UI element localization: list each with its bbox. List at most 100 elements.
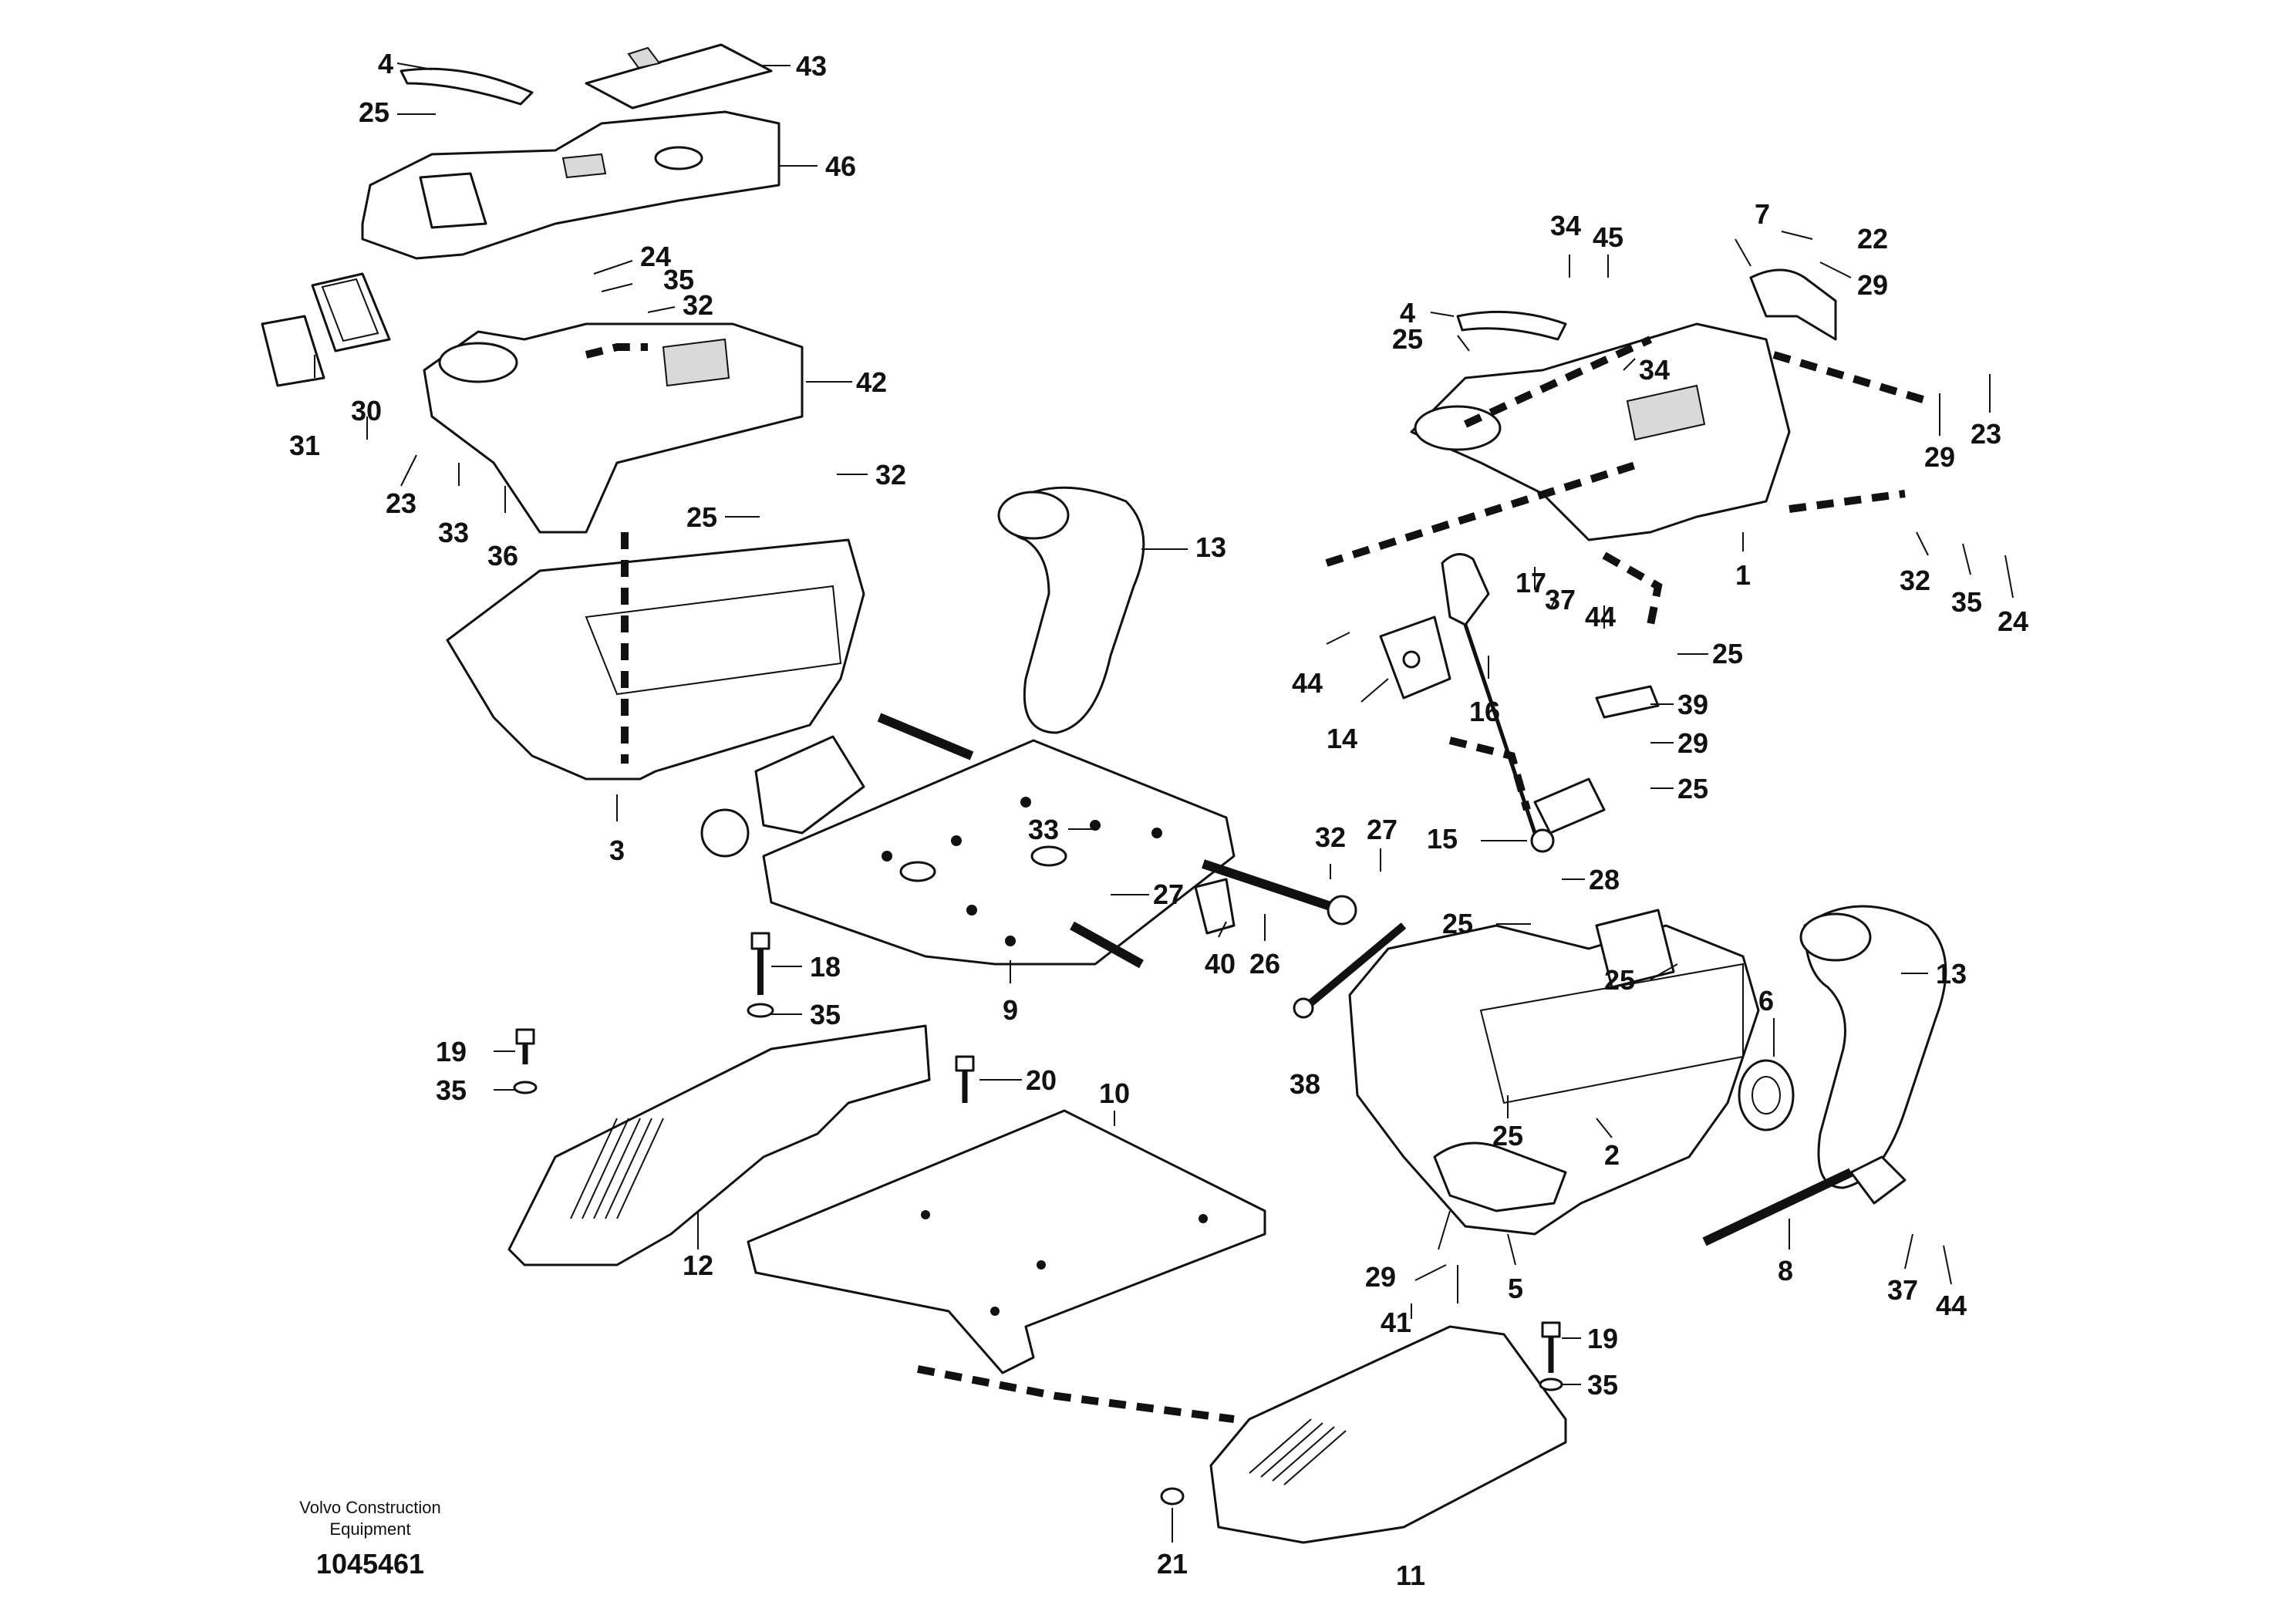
callout-37-low: 37 (1887, 1274, 1918, 1306)
part-42-console-frame (423, 322, 804, 534)
callout-27-left: 27 (1153, 878, 1184, 910)
drawing-number: 1045461 (316, 1548, 424, 1580)
callout-28: 28 (1589, 864, 1620, 895)
callout-16: 16 (1469, 696, 1500, 727)
callout-25-left-mid: 25 (686, 501, 717, 533)
part-5-cover-clip (1433, 1141, 1567, 1212)
part-43-cover-plate (585, 43, 773, 110)
callout-13-left: 13 (1195, 531, 1226, 563)
callout-35-right-low: 35 (1587, 1369, 1618, 1401)
callout-29-top: 29 (1857, 269, 1888, 301)
callout-27-right: 27 (1367, 814, 1397, 845)
part-16-lever-knob (1441, 553, 1537, 834)
part-40-bracket (1194, 878, 1236, 935)
part-8-lever-rod (1702, 1155, 1907, 1246)
callout-35-left-mid: 35 (810, 999, 841, 1030)
part-14-switch-bracket (1379, 615, 1451, 700)
callout-25-right-low: 25 (1677, 773, 1708, 804)
callout-4-left: 4 (378, 48, 393, 79)
part-7-guard (1749, 268, 1837, 341)
callout-11: 11 (1396, 1560, 1425, 1591)
callout-44-top: 44 (1585, 601, 1616, 632)
callout-4-right: 4 (1400, 297, 1415, 329)
callout-32-mid: 32 (1315, 821, 1346, 853)
part-19-bolt-left (513, 1028, 538, 1094)
part-31-gasket (261, 315, 325, 387)
callout-37-top: 37 (1545, 584, 1576, 615)
callout-26: 26 (1249, 948, 1280, 980)
callout-43: 43 (796, 50, 827, 82)
credit-block: Volvo Construction Equipment 1045461 (299, 1498, 440, 1580)
callout-31: 31 (289, 430, 320, 461)
callout-7: 7 (1755, 198, 1770, 230)
part-46-console-housing (361, 110, 781, 260)
callout-29-right: 29 (1924, 441, 1955, 473)
callout-25-right-top: 25 (1392, 323, 1423, 355)
credit-company-line1: Volvo Construction (299, 1498, 440, 1517)
callout-32-left-top: 32 (683, 289, 713, 321)
part-39-bracket (1595, 685, 1660, 719)
callout-1: 1 (1735, 559, 1751, 591)
part-11-lower-cover (1209, 1325, 1567, 1544)
callout-45: 45 (1593, 221, 1623, 253)
callout-32-right: 32 (1900, 565, 1930, 596)
callout-14: 14 (1327, 723, 1357, 754)
part-3-left-shell (446, 538, 865, 781)
part-4-cap-left (400, 67, 534, 106)
callout-46: 46 (825, 150, 856, 182)
part-9-base-plate (762, 739, 1236, 966)
callout-5: 5 (1508, 1273, 1523, 1304)
callout-36: 36 (487, 540, 518, 572)
callout-32-left-mid: 32 (875, 459, 906, 491)
part-15-lever-assembly (1530, 777, 1606, 853)
callout-25-right-mid: 25 (1712, 638, 1743, 669)
callout-35-right: 35 (1951, 586, 1982, 618)
callout-35-left-low: 35 (436, 1074, 467, 1106)
callout-24-left: 24 (640, 241, 671, 272)
part-18-bolt (747, 932, 774, 1018)
credit-company-line2: Equipment (329, 1519, 410, 1539)
callout-25-shell-low: 25 (1492, 1120, 1523, 1152)
part-30-gasket (311, 272, 391, 352)
callout-6: 6 (1758, 985, 1774, 1017)
callout-10: 10 (1099, 1077, 1130, 1109)
assembly-dashed-lines (585, 336, 1930, 1423)
callout-40: 40 (1205, 948, 1236, 980)
callout-39: 39 (1677, 689, 1708, 720)
callout-30: 30 (351, 395, 382, 427)
callout-44-low: 44 (1936, 1290, 1967, 1321)
callout-22: 22 (1857, 223, 1888, 255)
callout-44-left: 44 (1292, 667, 1323, 699)
leader-lines (314, 62, 2014, 1543)
callout-34-mid: 34 (1639, 354, 1670, 386)
callout-9: 9 (1003, 994, 1018, 1026)
callout-25-top: 25 (359, 96, 389, 128)
callout-33-left: 33 (438, 517, 469, 548)
callout-38: 38 (1290, 1068, 1320, 1100)
callout-2: 2 (1604, 1139, 1620, 1171)
part-6-plug (1738, 1059, 1795, 1131)
part-38-gas-strut (1293, 922, 1407, 1019)
part-4-cap-right (1456, 310, 1567, 341)
callout-12: 12 (683, 1249, 713, 1281)
part-13-armrest-right (1799, 905, 1947, 1189)
part-21-nut (1160, 1487, 1185, 1506)
callout-33-mid: 33 (1028, 814, 1059, 845)
part-rail-lower (1070, 859, 1357, 969)
callout-23-right: 23 (1971, 418, 2001, 450)
callout-35-left-top: 35 (663, 264, 694, 295)
callout-25-right-lower: 25 (1442, 908, 1473, 939)
callout-labels: 4 43 25 46 24 35 32 4 2 32 25 30 31 23 33… (289, 48, 2028, 1591)
part-20-bolt (955, 1055, 975, 1103)
callout-15: 15 (1427, 823, 1458, 855)
callout-29-low: 29 (1365, 1261, 1396, 1293)
callout-20: 20 (1026, 1064, 1057, 1096)
callout-41: 41 (1381, 1307, 1411, 1338)
part-rail-upper (700, 713, 974, 858)
callout-23-left: 23 (386, 487, 416, 519)
callout-8: 8 (1778, 1255, 1793, 1286)
callout-29-mid: 29 (1677, 727, 1708, 759)
part-12-lower-cover (507, 1024, 931, 1266)
part-1-console-frame (1410, 322, 1791, 541)
